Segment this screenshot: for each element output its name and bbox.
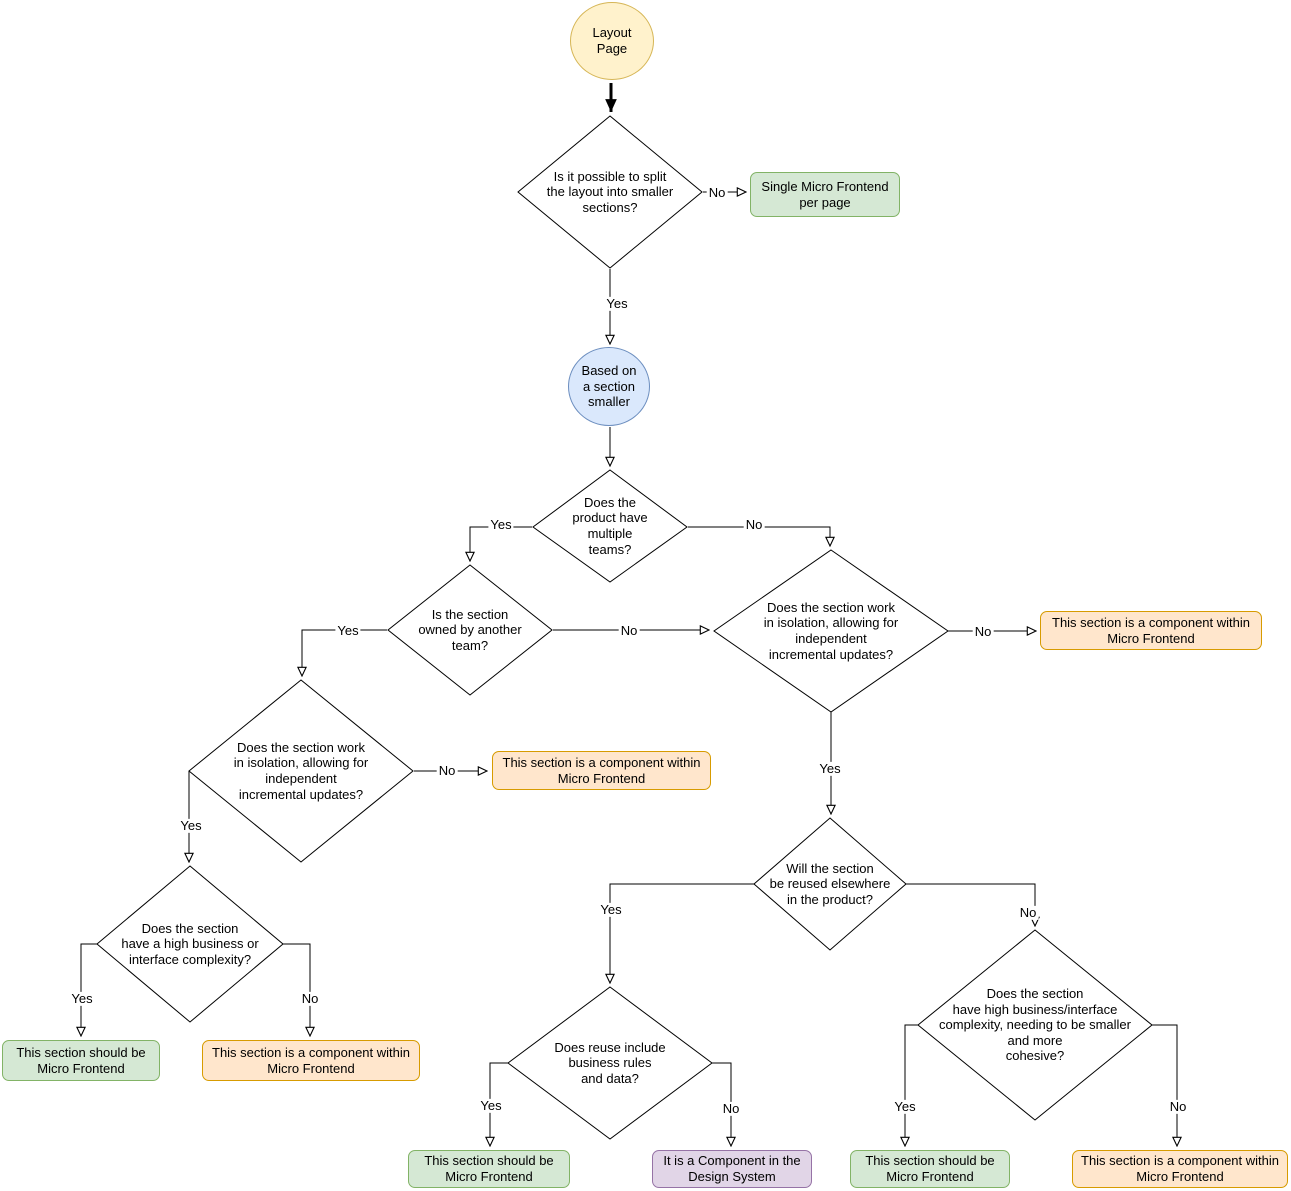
edge-reuse-rules-yes-to-mfe [490,1062,508,1146]
result-mfe-mid: This section should be Micro Frontend [408,1150,570,1188]
decision-isolation-right: Does the section work in isolation, allo… [714,550,948,712]
decision-reused-elsewhere: Will the section be reused elsewhere in … [754,818,906,950]
decision-owned-by-team-label: Is the section owned by another team? [418,606,522,653]
result-component-right: This section is a component within Micro… [1040,611,1262,650]
edge-label-yes: Yes [488,516,514,533]
result-mfe-right: This section should be Micro Frontend [850,1150,1010,1188]
edge-label-yes: Yes [478,1097,504,1114]
decision-multiple-teams-label: Does the product have multiple teams? [572,494,648,557]
edge-reuse-rules-no-to-design-system [712,1062,731,1146]
edge-label-yes: Yes [598,901,624,918]
result-component-mid: This section is a component within Micro… [492,751,711,790]
edge-complexity-right-no-to-component [1152,1024,1177,1146]
edge-label-yes: Yes [892,1098,918,1115]
edge-label-no: No [618,622,640,639]
decision-complexity-left: Does the section have a high business or… [97,866,283,1022]
decision-reused-elsewhere-label: Will the section be reused elsewhere in … [769,860,891,907]
result-design-system-label: It is a Component in the Design System [663,1153,801,1184]
edge-label-yes: Yes [178,817,204,834]
decision-split-layout-label: Is it possible to split the layout into … [546,168,674,215]
diamond-shape-isolation-right [713,549,949,713]
diamond-shape-complexity-left [96,865,284,1023]
result-component-bottom-left: This section is a component within Micro… [202,1040,420,1081]
edge-label-yes: Yes [604,295,630,312]
diamond-shape-isolation-left [188,679,414,863]
diamond-shape-complexity-right [917,929,1153,1121]
decision-complexity-right: Does the section have high business/inte… [918,930,1152,1120]
diamond-shape-reused-elsewhere [753,817,907,951]
edge-label-no: No [1167,1098,1189,1115]
edge-label-yes: Yes [817,760,843,777]
diamond-shape-reuse-rules [507,986,713,1140]
edge-label-no: No [706,184,728,201]
decision-multiple-teams: Does the product have multiple teams? [533,470,687,582]
edge-label-no: No [1017,904,1039,921]
edge-label-no: No [720,1100,742,1117]
edge-label-no: No [743,516,765,533]
decision-reuse-rules-label: Does reuse include business rules and da… [554,1039,666,1086]
result-mfe-right-label: This section should be Micro Frontend [865,1153,995,1184]
decision-complexity-left-label: Does the section have a high business or… [121,920,259,967]
edge-label-no: No [436,762,458,779]
decision-reuse-rules: Does reuse include business rules and da… [508,987,712,1139]
decision-owned-by-team: Is the section owned by another team? [388,565,552,695]
node-based-on-section-label: Based on a section smaller [581,363,637,410]
decision-isolation-right-label: Does the section work in isolation, allo… [763,599,899,662]
result-component-bottom-right-label: This section is a component within Micro… [1081,1153,1279,1184]
diamond-shape-split-layout [517,115,703,269]
decision-isolation-left-label: Does the section work in isolation, allo… [233,739,369,802]
result-component-bottom-right: This section is a component within Micro… [1072,1150,1288,1188]
start-node: Layout Page [570,2,654,80]
diamond-shape-multiple-teams [532,469,688,583]
result-design-system: It is a Component in the Design System [652,1150,812,1188]
start-node-label: Layout Page [592,25,632,56]
result-component-right-label: This section is a component within Micro… [1052,614,1250,646]
edge-label-yes: Yes [69,990,95,1007]
result-mfe-left-label: This section should be Micro Frontend [16,1044,146,1076]
edge-label-no: No [972,623,994,640]
node-based-on-section: Based on a section smaller [568,347,650,426]
result-single-mfe-label: Single Micro Frontend per page [761,178,889,210]
edge-label-no: No [299,990,321,1007]
result-mfe-left: This section should be Micro Frontend [2,1040,160,1081]
edge-reused-no-to-complexity-right [906,883,1035,926]
edge-reused-yes-to-reuse-rules [610,883,754,983]
result-component-bottom-left-label: This section is a component within Micro… [212,1044,410,1076]
result-single-mfe: Single Micro Frontend per page [750,172,900,217]
result-mfe-mid-label: This section should be Micro Frontend [424,1153,554,1184]
edge-complexity-right-yes-to-mfe [905,1024,918,1146]
decision-split-layout: Is it possible to split the layout into … [518,116,702,268]
edge-teams-no-to-isolation-right [688,526,830,546]
decision-complexity-right-label: Does the section have high business/inte… [939,986,1131,1064]
decision-isolation-left: Does the section work in isolation, allo… [189,680,413,862]
edge-label-yes: Yes [335,622,361,639]
diamond-shape-owned-by-team [387,564,553,696]
result-component-mid-label: This section is a component within Micro… [502,754,701,786]
